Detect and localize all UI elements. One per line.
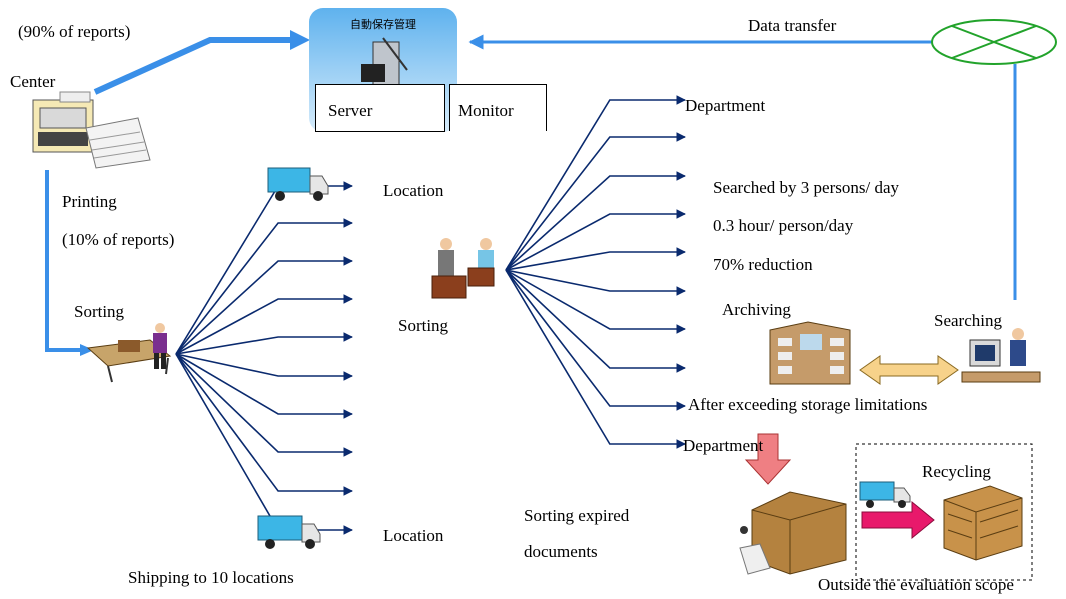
recycling-label: Recycling bbox=[922, 462, 991, 481]
recycling-cube-icon bbox=[943, 485, 1023, 561]
storage-down-arrow bbox=[744, 433, 792, 485]
server-label: Server bbox=[328, 101, 373, 120]
tree-left-branch bbox=[175, 353, 353, 496]
upload-arrow-head bbox=[290, 30, 310, 50]
data-transfer-label: Data transfer bbox=[748, 16, 837, 35]
tree-left-branch bbox=[175, 181, 353, 355]
monitor-label: Monitor bbox=[458, 101, 514, 120]
shipping-label: Shipping to 10 locations bbox=[128, 568, 294, 587]
printing-flow-arrow bbox=[80, 344, 94, 356]
tree-left-branch bbox=[175, 218, 353, 355]
center-label: Center bbox=[10, 72, 56, 91]
distribution-tree-right bbox=[505, 95, 686, 449]
truck-icon-bottom bbox=[257, 515, 321, 549]
distribution-tree-left bbox=[175, 181, 353, 535]
tree-right-branch bbox=[505, 171, 686, 271]
tree-right-branch bbox=[505, 269, 686, 411]
tree-left-branch bbox=[175, 353, 353, 381]
tree-left-branch bbox=[175, 353, 353, 419]
printing-flow-line bbox=[45, 170, 82, 352]
monitor-box: Monitor bbox=[449, 84, 547, 131]
truck-icon-recycling bbox=[859, 481, 911, 508]
printing-label: Printing bbox=[62, 192, 117, 211]
tree-right-branch bbox=[505, 269, 686, 334]
searched-label: Searched by 3 persons/ day bbox=[713, 178, 900, 197]
tree-right-branch bbox=[505, 269, 686, 449]
reports-10-label: (10% of reports) bbox=[62, 230, 175, 249]
archiving-label: Archiving bbox=[722, 300, 791, 319]
tree-right-branch bbox=[505, 247, 686, 271]
printer-icon bbox=[32, 91, 94, 153]
archive-search-double-arrow bbox=[859, 355, 959, 385]
outside-scope-label: Outside the evaluation scope bbox=[818, 575, 1014, 594]
server-title: 自動保存管理 bbox=[350, 18, 416, 31]
network-icon bbox=[931, 19, 1057, 65]
location-bottom-label: Location bbox=[383, 526, 444, 545]
tree-left-branch bbox=[175, 294, 353, 355]
location-top-label: Location bbox=[383, 181, 444, 200]
tree-left-branch bbox=[175, 332, 353, 355]
tree-right-branch bbox=[505, 95, 686, 271]
after-exceeding-label: After exceeding storage limitations bbox=[688, 395, 928, 414]
truck-icon-top bbox=[267, 167, 329, 201]
expired-boxes-icon bbox=[739, 491, 847, 575]
tree-right-branch bbox=[505, 132, 686, 271]
archive-cabinet-icon bbox=[769, 321, 851, 385]
tree-left-branch bbox=[175, 353, 353, 457]
tree-left-branch bbox=[175, 256, 353, 355]
searching-person-icon bbox=[961, 328, 1041, 383]
reduction-label: 70% reduction bbox=[713, 255, 813, 274]
server-box: Server bbox=[315, 84, 445, 132]
handshake-icon bbox=[431, 238, 495, 299]
department-bottom-label: Department bbox=[683, 436, 764, 455]
tree-right-branch bbox=[505, 269, 686, 373]
sorting-left-label: Sorting bbox=[74, 302, 125, 321]
sorting-expired-label-2: documents bbox=[524, 542, 598, 561]
recycling-arrow bbox=[861, 500, 935, 540]
server-icon bbox=[361, 37, 408, 91]
searching-label: Searching bbox=[934, 311, 1002, 330]
department-top-label: Department bbox=[685, 96, 766, 115]
upload-arrow bbox=[93, 37, 292, 95]
tree-right-branch bbox=[505, 209, 686, 271]
hours-label: 0.3 hour/ person/day bbox=[713, 216, 854, 235]
paper-stack-icon bbox=[85, 117, 151, 169]
tree-right-branch bbox=[505, 269, 686, 296]
sorting-table-icon bbox=[86, 323, 172, 383]
reports-90-label: (90% of reports) bbox=[18, 22, 131, 41]
sorting-expired-label-1: Sorting expired bbox=[524, 506, 630, 525]
sorting-mid-label: Sorting bbox=[398, 316, 449, 335]
